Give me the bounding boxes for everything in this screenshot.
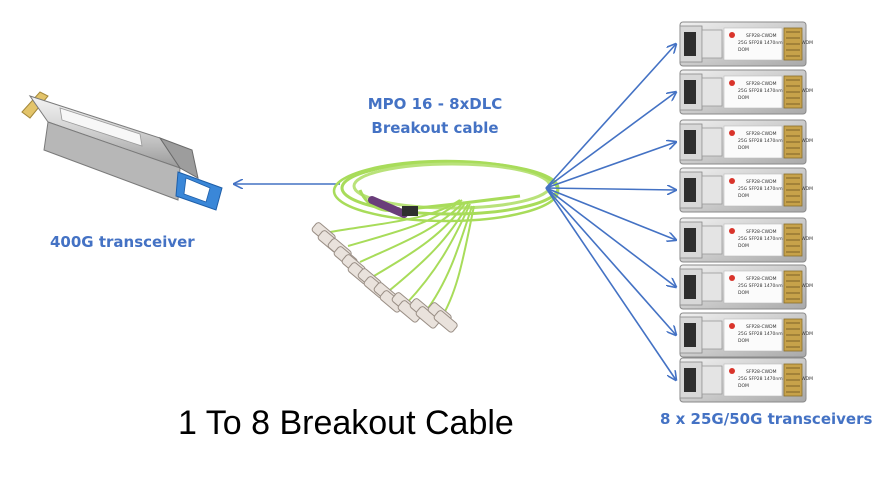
arrow-to-sfp-4 [545, 188, 676, 190]
arrow-to-sfp-7 [545, 187, 676, 335]
sfp-label-text: DOM [738, 193, 749, 199]
sfp-label-text: 25G SFP28 1470nm 10KM CWDM [738, 283, 813, 289]
arrow-to-sfp-3 [545, 142, 676, 189]
sfp-label-text: SFP28-CWDM [746, 369, 777, 375]
sfp-label-text: SFP28-CWDM [746, 33, 777, 39]
cable-label-line1: MPO 16 - 8xDLC [367, 95, 503, 113]
sfp-label-text: 25G SFP28 1470nm 10KM CWDM [738, 40, 813, 46]
sfp-label-text: DOM [738, 243, 749, 249]
arrow-to-sfp-5 [545, 187, 676, 240]
arrow-to-sfp-2 [545, 92, 676, 189]
arrow-to-sfp-8 [545, 187, 676, 380]
left-transceiver-label: 400G transceiver [50, 233, 195, 251]
sfp-label-text: DOM [738, 95, 749, 101]
cable-label: MPO 16 - 8xDLC Breakout cable [360, 92, 510, 140]
sfp-label-text: SFP28-CWDM [746, 131, 777, 137]
arrow-to-sfp-1 [545, 44, 676, 189]
sfp-label-text: SFP28-CWDM [746, 179, 777, 185]
sfp-label-text: 25G SFP28 1470nm 10KM CWDM [738, 376, 813, 382]
sfp-label-text: DOM [738, 290, 749, 296]
sfp-label-text: 25G SFP28 1470nm 10KM CWDM [738, 138, 813, 144]
sfp-label-text: 25G SFP28 1470nm 10KM CWDM [738, 186, 813, 192]
sfp-label-text: SFP28-CWDM [746, 229, 777, 235]
lc-connectors [311, 222, 458, 333]
qsfp-400g-transceiver [21, 91, 223, 211]
sfp-label-text: DOM [738, 47, 749, 53]
sfp-label-text: 25G SFP28 1470nm 10KM CWDM [738, 331, 813, 337]
sfp-label-text: 25G SFP28 1470nm 10KM CWDM [738, 88, 813, 94]
sfp-label-text: SFP28-CWDM [746, 324, 777, 330]
sfp-label-text: DOM [738, 145, 749, 151]
sfp-label-text: DOM [738, 338, 749, 344]
diagram-title: 1 To 8 Breakout Cable [178, 404, 514, 442]
fan-out-arrows [545, 44, 676, 380]
cable-label-line2: Breakout cable [371, 119, 499, 137]
sfp-label-text: 25G SFP28 1470nm 10KM CWDM [738, 236, 813, 242]
sfp-label-text: SFP28-CWDM [746, 81, 777, 87]
sfp-label-text: DOM [738, 383, 749, 389]
sfp-label-text: SFP28-CWDM [746, 276, 777, 282]
arrow-to-sfp-6 [545, 187, 676, 287]
right-transceivers-label: 8 x 25G/50G transceivers [660, 410, 873, 428]
mpo-connector [368, 196, 418, 218]
